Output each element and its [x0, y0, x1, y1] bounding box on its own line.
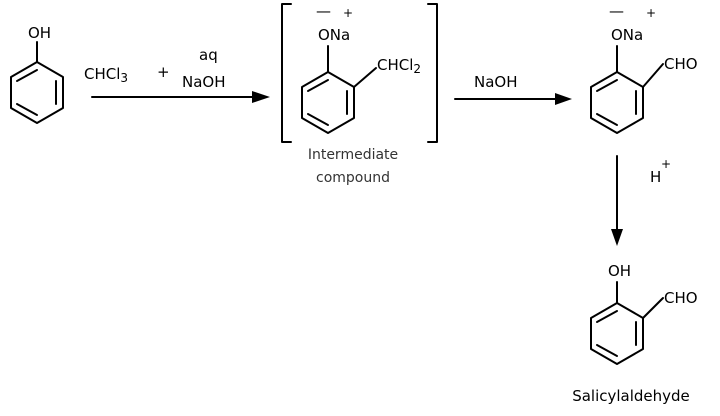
intermediate-caption-line2: compound — [316, 170, 390, 186]
product-oh-label: OH — [608, 262, 631, 280]
arrowhead-3 — [611, 229, 623, 246]
arrowhead-2 — [555, 93, 572, 105]
product-cho-bond — [642, 297, 664, 319]
arrowhead-1 — [252, 91, 270, 103]
intermediate-ona-label: ONa — [318, 26, 350, 44]
intermediate-chcl2-label: CHCl2 — [377, 56, 421, 76]
product-double-bond — [596, 344, 618, 357]
step3-h: H — [650, 168, 661, 186]
reagent-chcl3: CHCl3 — [84, 65, 128, 85]
reagent-naoh: NaOH — [182, 73, 226, 91]
step3-plus: + — [661, 157, 671, 171]
intermediate-minus: — — [316, 2, 331, 20]
phenoxide-cho-bond — [642, 63, 664, 88]
intermediate-chcl2-bond — [353, 67, 377, 88]
product-name: Salicylaldehyde — [572, 387, 690, 405]
plus-sign: + — [157, 63, 170, 81]
intermediate-double-bond — [307, 79, 329, 92]
product-cho-label: CHO — [664, 289, 698, 307]
intermediate-compound: — + ONa CHCl2 Intermediate compound — [281, 2, 438, 186]
step2-naoh: NaOH — [474, 73, 518, 91]
phenol-oh-label: OH — [28, 24, 51, 42]
step3: H + — [611, 155, 671, 246]
phenol-double-bond — [16, 69, 38, 82]
phenoxide-double-bond — [596, 79, 618, 92]
phenol-molecule: OH — [10, 24, 64, 124]
phenoxide-plus: + — [646, 6, 656, 20]
phenoxide-double-bond — [596, 113, 618, 126]
phenol-double-bond — [16, 103, 38, 116]
right-bracket — [427, 3, 438, 143]
phenol-ring — [10, 61, 64, 124]
intermediate-double-bond — [307, 113, 329, 126]
sodium-phenoxide-aldehyde: — + ONa CHO — [590, 2, 698, 134]
salicylaldehyde-molecule: OH CHO Salicylaldehyde — [572, 262, 697, 405]
product-double-bond — [596, 310, 618, 323]
step1: CHCl3 + aq NaOH — [84, 46, 270, 103]
intermediate-caption-line1: Intermediate — [308, 147, 398, 163]
step2: NaOH — [454, 73, 572, 105]
reagent-aq: aq — [199, 46, 218, 64]
intermediate-plus: + — [343, 6, 353, 20]
left-bracket — [281, 3, 292, 143]
phenoxide-minus: — — [609, 2, 624, 20]
phenoxide-ona-label: ONa — [611, 26, 643, 44]
phenoxide-cho-label: CHO — [664, 55, 698, 73]
